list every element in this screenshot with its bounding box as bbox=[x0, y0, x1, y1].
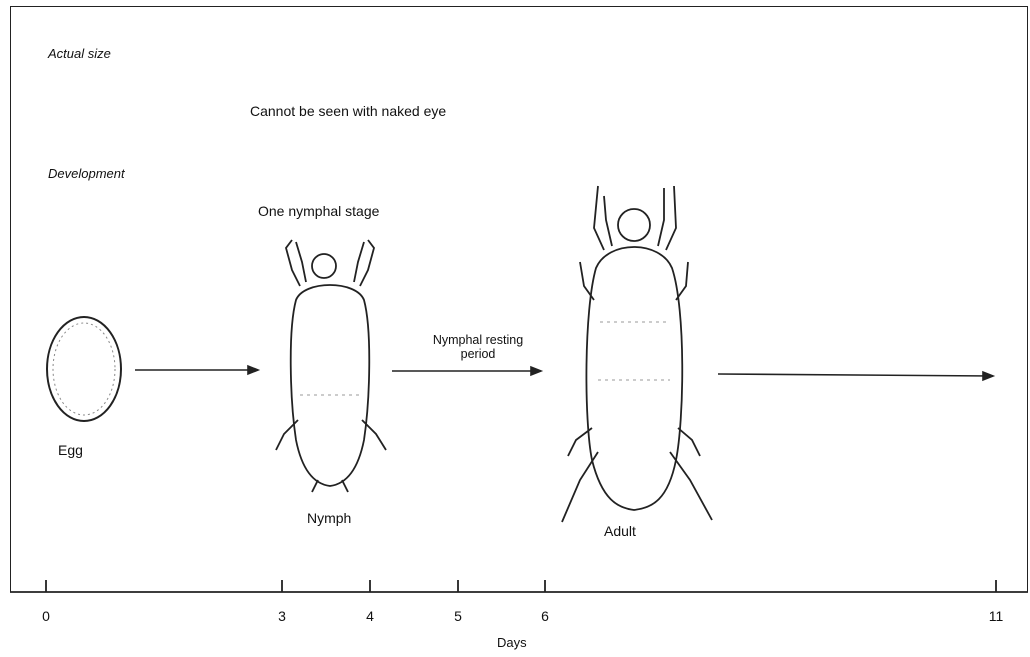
days-axis bbox=[10, 580, 1028, 592]
arrow-nymph-to-adult-head bbox=[531, 367, 541, 375]
nymph-illustration bbox=[276, 240, 386, 492]
tick-label-6: 6 bbox=[541, 608, 549, 624]
egg-texture bbox=[53, 323, 115, 415]
egg-shape bbox=[47, 317, 121, 421]
tick-label-5: 5 bbox=[454, 608, 462, 624]
tick-label-11: 11 bbox=[989, 608, 1004, 624]
tick-label-0: 0 bbox=[42, 608, 50, 624]
tick-label-3: 3 bbox=[278, 608, 286, 624]
tick-label-4: 4 bbox=[366, 608, 374, 624]
arrow-egg-to-nymph-head bbox=[248, 366, 258, 374]
arrow-adult-onward-head bbox=[983, 372, 993, 380]
adult-illustration bbox=[562, 186, 712, 522]
axis-label-days: Days bbox=[497, 635, 527, 650]
arrow-adult-onward bbox=[718, 374, 993, 376]
